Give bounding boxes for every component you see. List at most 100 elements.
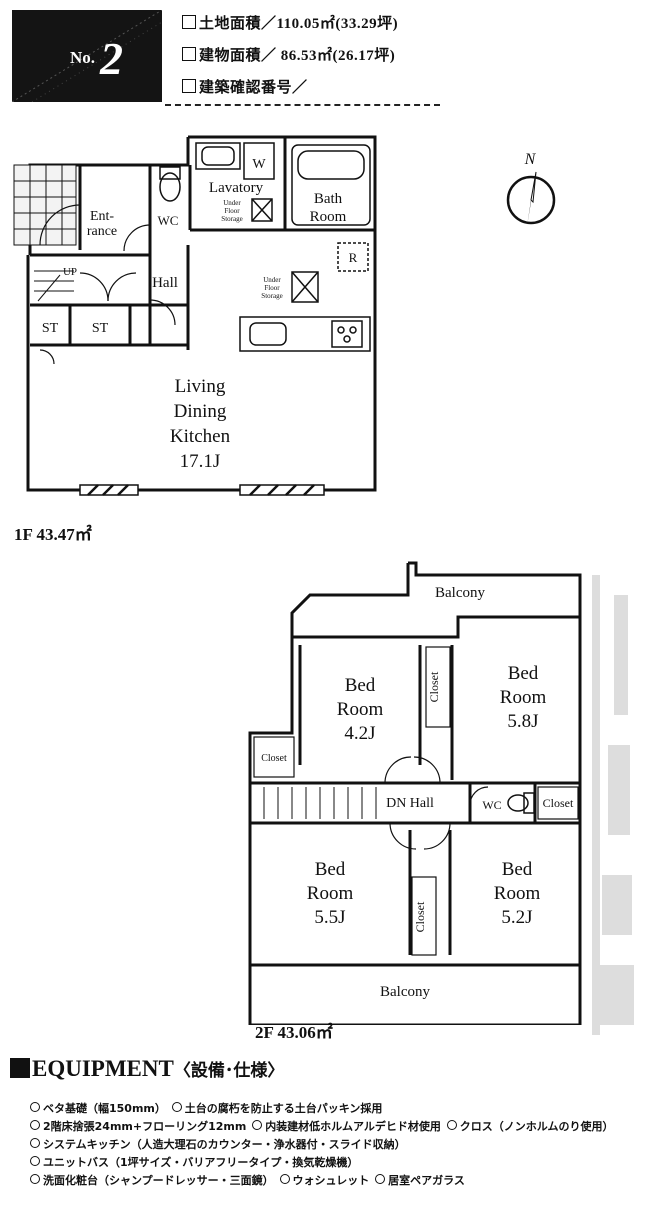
bullet-icon [30, 1156, 40, 1166]
bullet-icon [30, 1174, 40, 1184]
washer-space [243, 142, 275, 180]
room-label-bed2-1: Bed [508, 663, 539, 684]
room-label-bed3-1: Bed [315, 859, 346, 880]
equipment-item: 2階床捨張24mm+フローリング12mm [43, 1120, 247, 1133]
room-label-bed3-2: Room [307, 883, 354, 904]
lavatory-sink [195, 142, 241, 170]
north-compass: N [506, 151, 556, 226]
room-label-ldk-3: Kitchen [170, 426, 231, 447]
toilet-fixture-1f [159, 172, 181, 202]
equipment-row: 洗面化粧台（シャンプードレッサー・三面鏡） ウォシュレット 居室ペアガラス [28, 1172, 643, 1190]
room-label-storage-2: ST [92, 321, 109, 336]
listing-number: 2 [100, 33, 123, 84]
floor-area-1f: 1F 43.47㎡ [14, 525, 92, 544]
stairs-up [34, 270, 74, 302]
bullet-icon [279, 1174, 290, 1184]
room-label-bed1-1: Bed [345, 675, 376, 696]
watermark-graphic [592, 575, 634, 1035]
room-label-bed1-3: 4.2J [344, 723, 375, 744]
room-label-storage-1: ST [42, 321, 59, 336]
room-label-bed4-1: Bed [502, 859, 533, 880]
bullet-icon [446, 1120, 457, 1130]
room-label-ldk-2: Dining [174, 401, 227, 422]
equipment-item: 居室ペアガラス [388, 1174, 465, 1187]
room-label-bath-2: Room [310, 209, 347, 225]
label-under-floor-2: Floor [264, 284, 280, 292]
spec-land-area-text: 土地面積／110.05㎡(33.29坪) [199, 16, 399, 32]
spec-building-area-text: 建物面積／ 86.53㎡(26.17坪) [199, 48, 396, 64]
listing-number-prefix: No. [70, 48, 96, 67]
room-label-washer: W [252, 157, 266, 172]
refrigerator-space [337, 242, 369, 272]
checkbox-icon [182, 15, 196, 29]
room-label-bed4-3: 5.2J [501, 907, 532, 928]
equipment-item: 洗面化粧台（シャンプードレッサー・三面鏡） [43, 1174, 274, 1187]
label-under-floor-small-3: Storage [221, 215, 242, 223]
bullet-icon [375, 1174, 386, 1184]
window-1f-b [239, 484, 325, 496]
spec-permit-number-text: 建築確認番号／ [199, 80, 308, 96]
equipment-item: クロス（ノンホルムのり使用） [459, 1120, 614, 1133]
floor-area-2f: 2F 43.06㎡ [255, 1023, 333, 1042]
room-label-ldk-1: Living [175, 376, 226, 397]
heading-square-icon [10, 1058, 30, 1078]
room-label-entrance-1: Ent- [90, 209, 114, 224]
header-divider [165, 104, 440, 106]
stairs-up-label: UP [63, 266, 77, 278]
floor-plan-1f: Ent- rance WC Lavatory W Under Floor Sto… [13, 135, 377, 496]
label-under-floor-small-2: Floor [224, 207, 240, 215]
label-refrigerator: R [349, 250, 358, 265]
equipment-title: EQUIPMENT [32, 1056, 174, 1081]
bullet-icon [252, 1120, 263, 1130]
kitchen-counter [239, 316, 371, 352]
closet-bed1 [253, 736, 295, 778]
room-label-bath-1: Bath [314, 191, 343, 207]
bullet-icon [171, 1102, 182, 1112]
equipment-row: ベタ基礎（幅150mm） 土台の腐朽を防止する土台パッキン採用 [28, 1100, 643, 1118]
equipment-heading: EQUIPMENT〈設備･仕様〉 [10, 1056, 284, 1082]
room-label-bed3-3: 5.5J [314, 907, 345, 928]
equipment-item: ベタ基礎（幅150mm） [43, 1102, 166, 1115]
room-label-hall-1f: Hall [152, 275, 178, 291]
spec-permit-number: 建築確認番号／ [182, 76, 308, 97]
equipment-row: ユニットバス（1坪サイズ・バリアフリータイプ・換気乾燥機） [28, 1154, 643, 1172]
room-label-bed4-2: Room [494, 883, 541, 904]
label-under-floor-small-1: Under [223, 199, 241, 207]
equipment-list: ベタ基礎（幅150mm） 土台の腐朽を防止する土台パッキン採用 2階床捨張24m… [28, 1100, 643, 1190]
bullet-icon [30, 1120, 40, 1130]
stairs-down [263, 787, 377, 819]
room-label-entrance-2: rance [87, 224, 117, 239]
label-closet-a: Closet [427, 671, 441, 702]
room-label-dn-hall: DN Hall [386, 796, 434, 811]
label-closet-d: Closet [413, 901, 427, 932]
room-label-balcony-bottom: Balcony [380, 984, 430, 1000]
equipment-subtitle: 〈設備･仕様〉 [173, 1061, 285, 1080]
equipment-item: ウォシュレット [292, 1174, 370, 1187]
entrance-tile-grid [13, 164, 77, 246]
checkbox-icon [182, 47, 196, 61]
label-under-floor-1: Under [263, 276, 281, 284]
equipment-item: ユニットバス（1坪サイズ・バリアフリータイプ・換気乾燥機） [43, 1156, 359, 1169]
room-label-bed2-3: 5.8J [507, 711, 538, 732]
room-label-ldk-4: 17.1J [180, 451, 221, 472]
bullet-icon [30, 1138, 40, 1148]
equipment-row: 2階床捨張24mm+フローリング12mm 内装建材低ホルムアルデヒド材使用 クロ… [28, 1118, 643, 1136]
equipment-item: 土台の腐朽を防止する土台パッキン採用 [184, 1102, 383, 1115]
badge-speckle [12, 10, 162, 102]
room-label-wc-1f: WC [158, 213, 179, 228]
toilet-fixture-2f [507, 794, 529, 812]
listing-number-badge: No. 2 [12, 10, 162, 102]
room-label-bed2-2: Room [500, 687, 547, 708]
room-label-balcony-top: Balcony [435, 585, 485, 601]
label-under-floor-3: Storage [261, 292, 282, 300]
compass-north-label: N [524, 151, 537, 168]
under-floor-storage-hatch [291, 271, 319, 303]
label-closet-b: Closet [261, 753, 287, 764]
spec-building-area: 建物面積／ 86.53㎡(26.17坪) [182, 44, 395, 65]
closet-bed2 [425, 646, 451, 728]
closet-bed3 [411, 876, 437, 956]
checkbox-icon [182, 79, 196, 93]
room-label-lavatory: Lavatory [209, 180, 264, 196]
label-closet-c: Closet [543, 796, 574, 810]
floor-plan-2f: Balcony Bed Room 4.2J Bed Room 5.8J Bed … [248, 561, 582, 1025]
